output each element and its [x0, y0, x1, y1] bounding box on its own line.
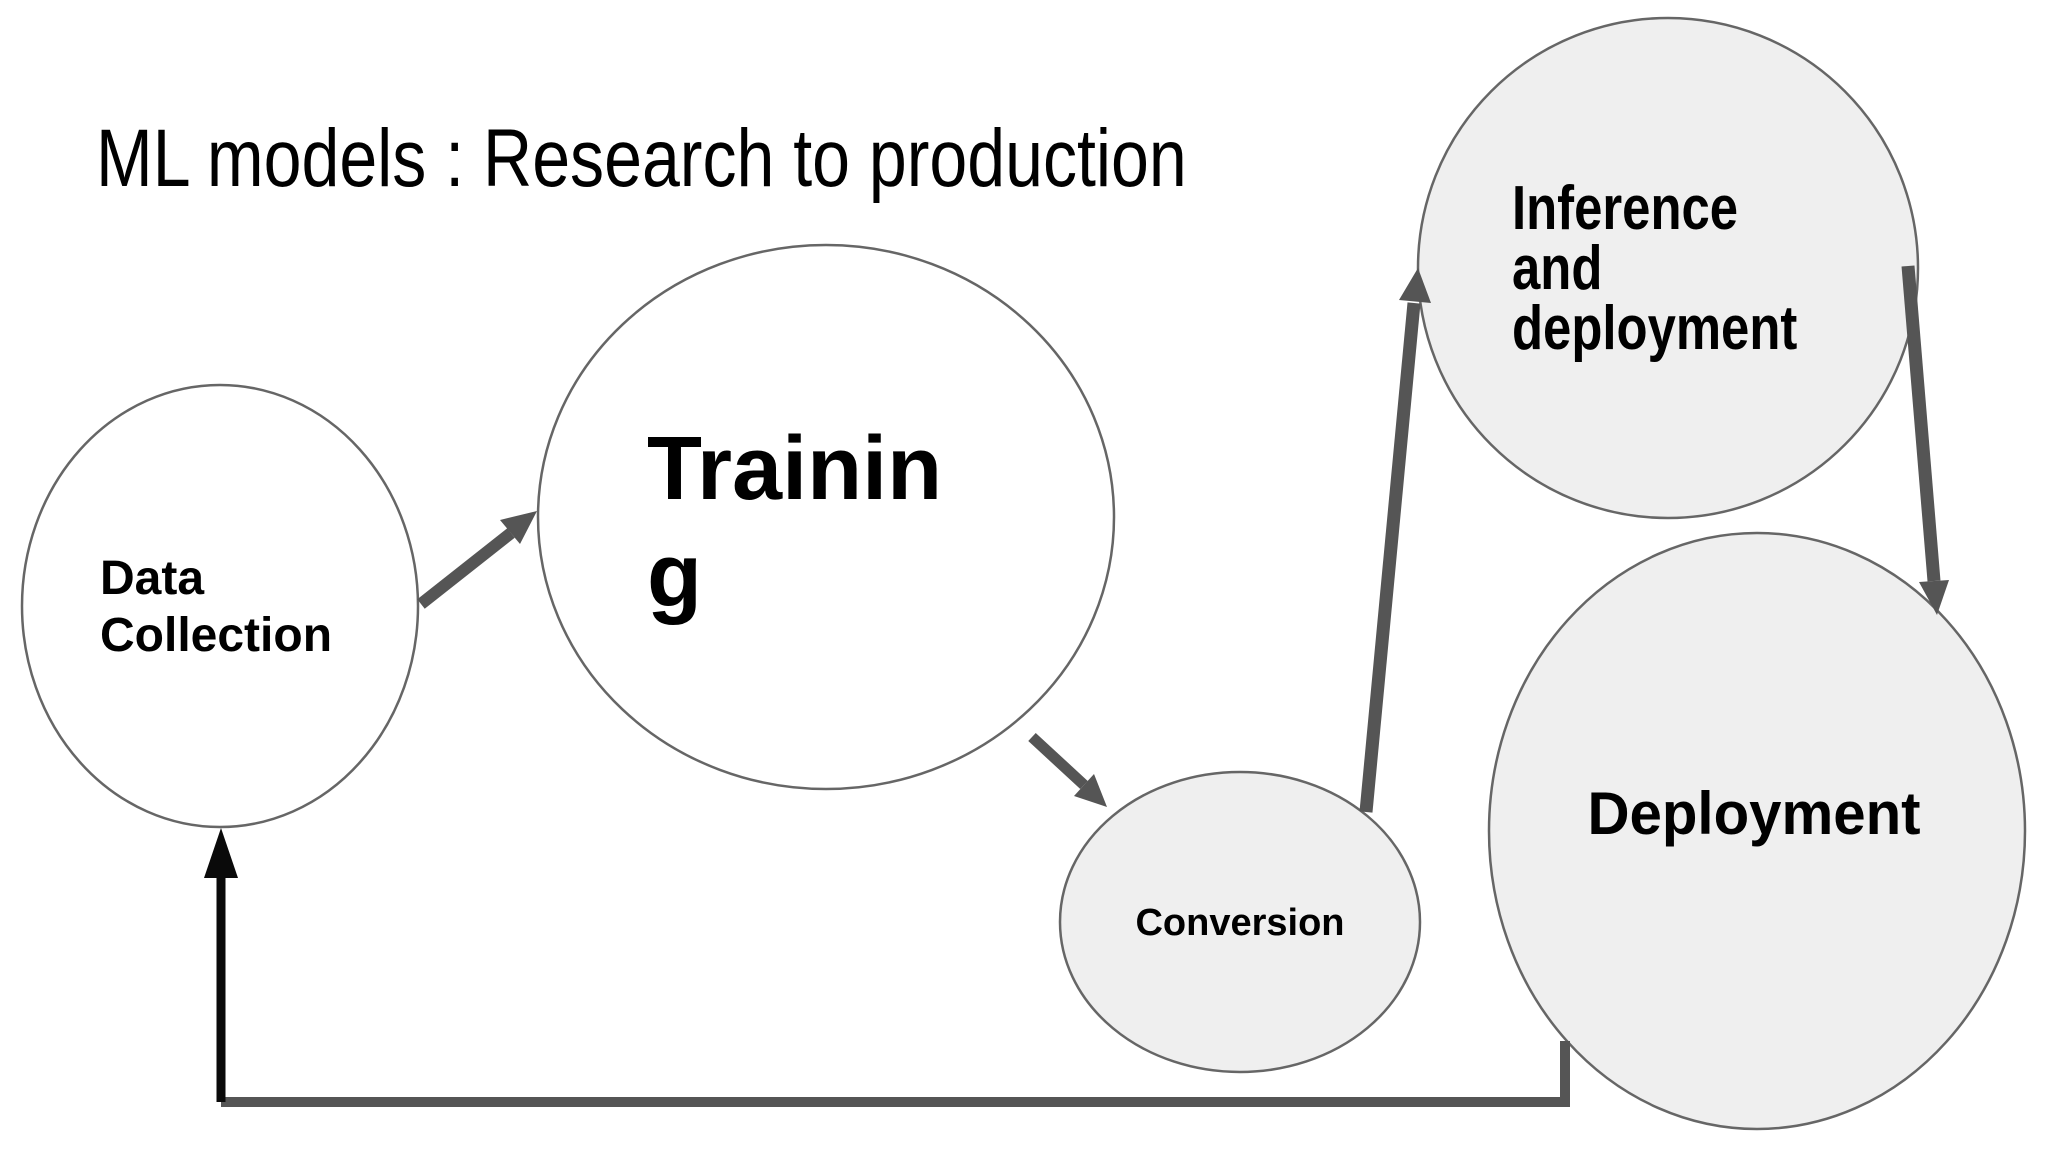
inference-label-line3: deployment [1512, 294, 1798, 363]
arrowhead-to-data-collection [204, 828, 238, 878]
arrowhead-to-conversion [1074, 774, 1107, 807]
data-collection-label-line2: Collection [100, 609, 333, 662]
edge-training-to-conversion [1028, 732, 1107, 807]
deployment-circle [1487, 531, 2027, 1131]
slide-title: ML models : Research to production [96, 113, 1187, 204]
training-label-line1: Trainin [647, 419, 943, 519]
training-circle [536, 243, 1116, 791]
edge-deployment-to-data-collection [204, 828, 1570, 1107]
arrowhead-to-deployment [1919, 580, 1949, 615]
edge-conversion-to-inference [1359, 268, 1431, 813]
data-collection-circle [20, 383, 420, 829]
data-collection-label-line1: Data [100, 552, 205, 605]
feedback-line-gray [221, 1041, 1570, 1107]
inference-deployment-circle [1416, 16, 1920, 520]
conversion-label: Conversion [1135, 902, 1345, 944]
training-label-line2: g [647, 526, 702, 626]
inference-label-line1: Inference [1512, 174, 1739, 243]
inference-label-line2: and [1512, 234, 1603, 303]
conversion-circle [1058, 770, 1422, 1074]
edge-data-collection-to-training [417, 511, 537, 609]
arrowhead-to-inference [1399, 268, 1431, 303]
edge-inference-to-deployment [1901, 265, 1949, 615]
deployment-label: Deployment [1587, 780, 1921, 847]
arrowhead-to-training [500, 511, 537, 544]
